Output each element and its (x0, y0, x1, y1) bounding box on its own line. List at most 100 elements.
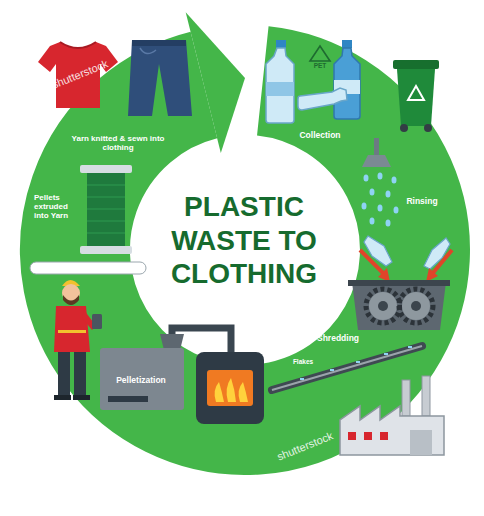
pelletizer (160, 334, 184, 350)
stage-label: Collection (280, 131, 360, 141)
furnace (207, 370, 253, 406)
yarn-spool (87, 185, 125, 186)
shredder (352, 282, 446, 330)
shower-head (392, 177, 397, 184)
worker (58, 352, 70, 396)
jeans (128, 40, 192, 116)
conveyor-belt (272, 346, 422, 390)
jeans (128, 40, 192, 116)
pelletizer (100, 334, 184, 410)
worker (74, 352, 86, 396)
shower-head (374, 138, 379, 156)
recycle-code: PET (305, 62, 335, 69)
yarn-spool (87, 173, 125, 246)
track-bar (30, 262, 146, 274)
bottles (342, 40, 352, 48)
bottles (276, 40, 286, 48)
yarn-spool (87, 233, 125, 234)
feed-arrows (432, 250, 452, 274)
rinsed-bottles (424, 238, 450, 269)
jeans (132, 40, 186, 46)
worker (73, 395, 90, 400)
stage-label: Pelletization (103, 376, 179, 386)
stage-label: Pellets extruded into Yarn (34, 193, 80, 221)
shower-head (362, 138, 399, 227)
diagram-title: PLASTIC WASTE TO CLOTHING (152, 190, 336, 291)
shredder (348, 280, 450, 330)
conveyor-belt (356, 361, 360, 363)
furnace (227, 378, 236, 402)
shower-head (370, 189, 375, 196)
bottles (266, 48, 294, 123)
shower-head (378, 173, 383, 180)
bottles (266, 40, 360, 123)
worker (54, 395, 71, 400)
shredder (402, 292, 430, 320)
conveyor-belt (300, 378, 304, 380)
shredder (411, 301, 421, 311)
furnace (196, 352, 264, 424)
factory (402, 380, 410, 416)
worker (92, 314, 102, 329)
furnace (215, 382, 224, 402)
rinsed-bottles (364, 236, 392, 266)
worker (54, 280, 102, 400)
factory (410, 430, 432, 455)
yarn-spool (80, 165, 132, 173)
stage-label: Rinsing (394, 197, 450, 207)
jeans (140, 48, 156, 54)
stage-label: Shredding (303, 334, 373, 344)
conveyor-belt (272, 346, 422, 390)
track-bar (30, 262, 146, 274)
shower-head (378, 205, 383, 212)
factory (380, 432, 388, 440)
furnace (239, 382, 248, 402)
bottles (266, 82, 294, 96)
conveyor-belt (384, 353, 388, 355)
shredder (348, 280, 450, 286)
recycling-bin (408, 86, 424, 100)
pelletizer (100, 348, 184, 410)
cycle-ring (186, 12, 245, 153)
shower-head (370, 218, 375, 225)
feed-arrows (426, 268, 438, 282)
recycling-bin (393, 60, 439, 132)
stage-label: Flakes (283, 358, 323, 365)
feed-arrows (360, 250, 384, 274)
worker (63, 295, 79, 305)
t-shirt (60, 42, 96, 48)
stage-label: Yarn knitted & sewn into clothing (65, 134, 171, 152)
shredder (369, 292, 397, 320)
shower-head (362, 155, 391, 167)
factory (422, 376, 430, 416)
recycling-bin (424, 124, 432, 132)
shower-head (386, 220, 391, 227)
yarn-spool (80, 165, 132, 254)
yarn-spool (87, 197, 125, 198)
conveyor-belt (330, 369, 334, 371)
feed-arrows (360, 250, 452, 282)
factory (340, 406, 444, 455)
yarn-spool (87, 221, 125, 222)
factory (340, 376, 444, 455)
recycling-bin (397, 69, 435, 126)
furnace (172, 328, 264, 424)
recycle-symbol (310, 46, 330, 61)
conveyor-belt (272, 346, 422, 390)
bottles (298, 88, 347, 110)
conveyor-belt (408, 346, 412, 348)
shredder (366, 289, 400, 323)
worker (58, 330, 86, 333)
factory (364, 432, 372, 440)
recycle-symbol (310, 46, 330, 61)
yarn-spool (80, 246, 132, 254)
factory (348, 432, 356, 440)
recycling-bin (400, 124, 408, 132)
shredder (378, 301, 388, 311)
shower-head (364, 175, 369, 182)
shower-head (386, 191, 391, 198)
shower-head (362, 203, 367, 210)
bottles (334, 48, 360, 119)
rinsed-bottles (364, 236, 450, 269)
